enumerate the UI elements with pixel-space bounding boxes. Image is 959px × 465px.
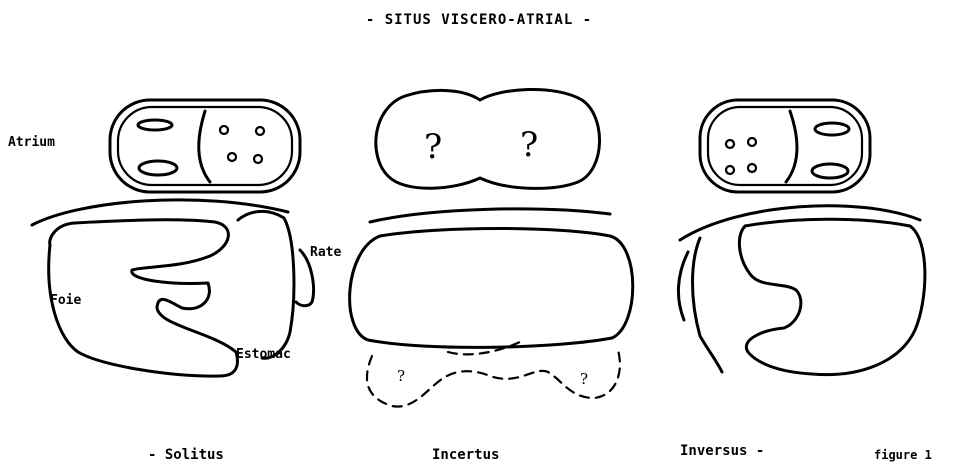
incertus-diaphragm bbox=[370, 209, 610, 222]
caption-incertus: Incertus bbox=[432, 447, 499, 463]
solitus-vena-cava-upper bbox=[138, 120, 172, 130]
diagram-title: - SITUS VISCERO-ATRIAL - bbox=[366, 12, 592, 28]
incertus-panel: ? ? ? ? bbox=[350, 89, 633, 406]
incertus-atrium-unknown-right: ? bbox=[520, 125, 538, 165]
foie-label: Foie bbox=[50, 293, 81, 308]
caption-figure: figure 1 bbox=[874, 448, 932, 462]
inversus-pulmonary-vein bbox=[726, 166, 734, 174]
solitus-pulmonary-vein bbox=[254, 155, 262, 163]
solitus-pulmonary-vein bbox=[256, 127, 264, 135]
estomac-label: Estomac bbox=[236, 347, 291, 362]
inversus-vena-cava-upper bbox=[815, 123, 849, 135]
solitus-atrium-septum bbox=[199, 111, 210, 182]
inversus-vena-cava-lower bbox=[812, 164, 848, 178]
solitus-pulmonary-vein bbox=[228, 153, 236, 161]
incertus-liver bbox=[350, 229, 633, 348]
caption-solitus: - Solitus bbox=[148, 447, 224, 463]
incertus-atrium bbox=[376, 89, 600, 188]
solitus-vena-cava-lower bbox=[139, 161, 177, 175]
solitus-stomach bbox=[238, 211, 294, 358]
inversus-liver bbox=[739, 219, 924, 374]
inversus-panel bbox=[678, 100, 924, 375]
atrium-label: Atrium bbox=[8, 135, 55, 150]
solitus-pulmonary-vein bbox=[220, 126, 228, 134]
caption-inversus: Inversus - bbox=[680, 443, 764, 459]
incertus-organ-unknown-left: ? bbox=[397, 367, 405, 385]
inversus-spleen bbox=[678, 252, 688, 320]
incertus-organ-unknown-right: ? bbox=[580, 370, 588, 388]
solitus-panel: Atrium Foie Rate Estomac bbox=[8, 100, 341, 376]
inversus-pulmonary-vein bbox=[748, 164, 756, 172]
incertus-atrium-unknown-left: ? bbox=[424, 127, 442, 167]
inversus-pulmonary-vein bbox=[726, 140, 734, 148]
inversus-stomach bbox=[693, 238, 723, 372]
inversus-atrium-septum bbox=[786, 111, 797, 182]
rate-label: Rate bbox=[310, 245, 341, 260]
inversus-pulmonary-vein bbox=[748, 138, 756, 146]
